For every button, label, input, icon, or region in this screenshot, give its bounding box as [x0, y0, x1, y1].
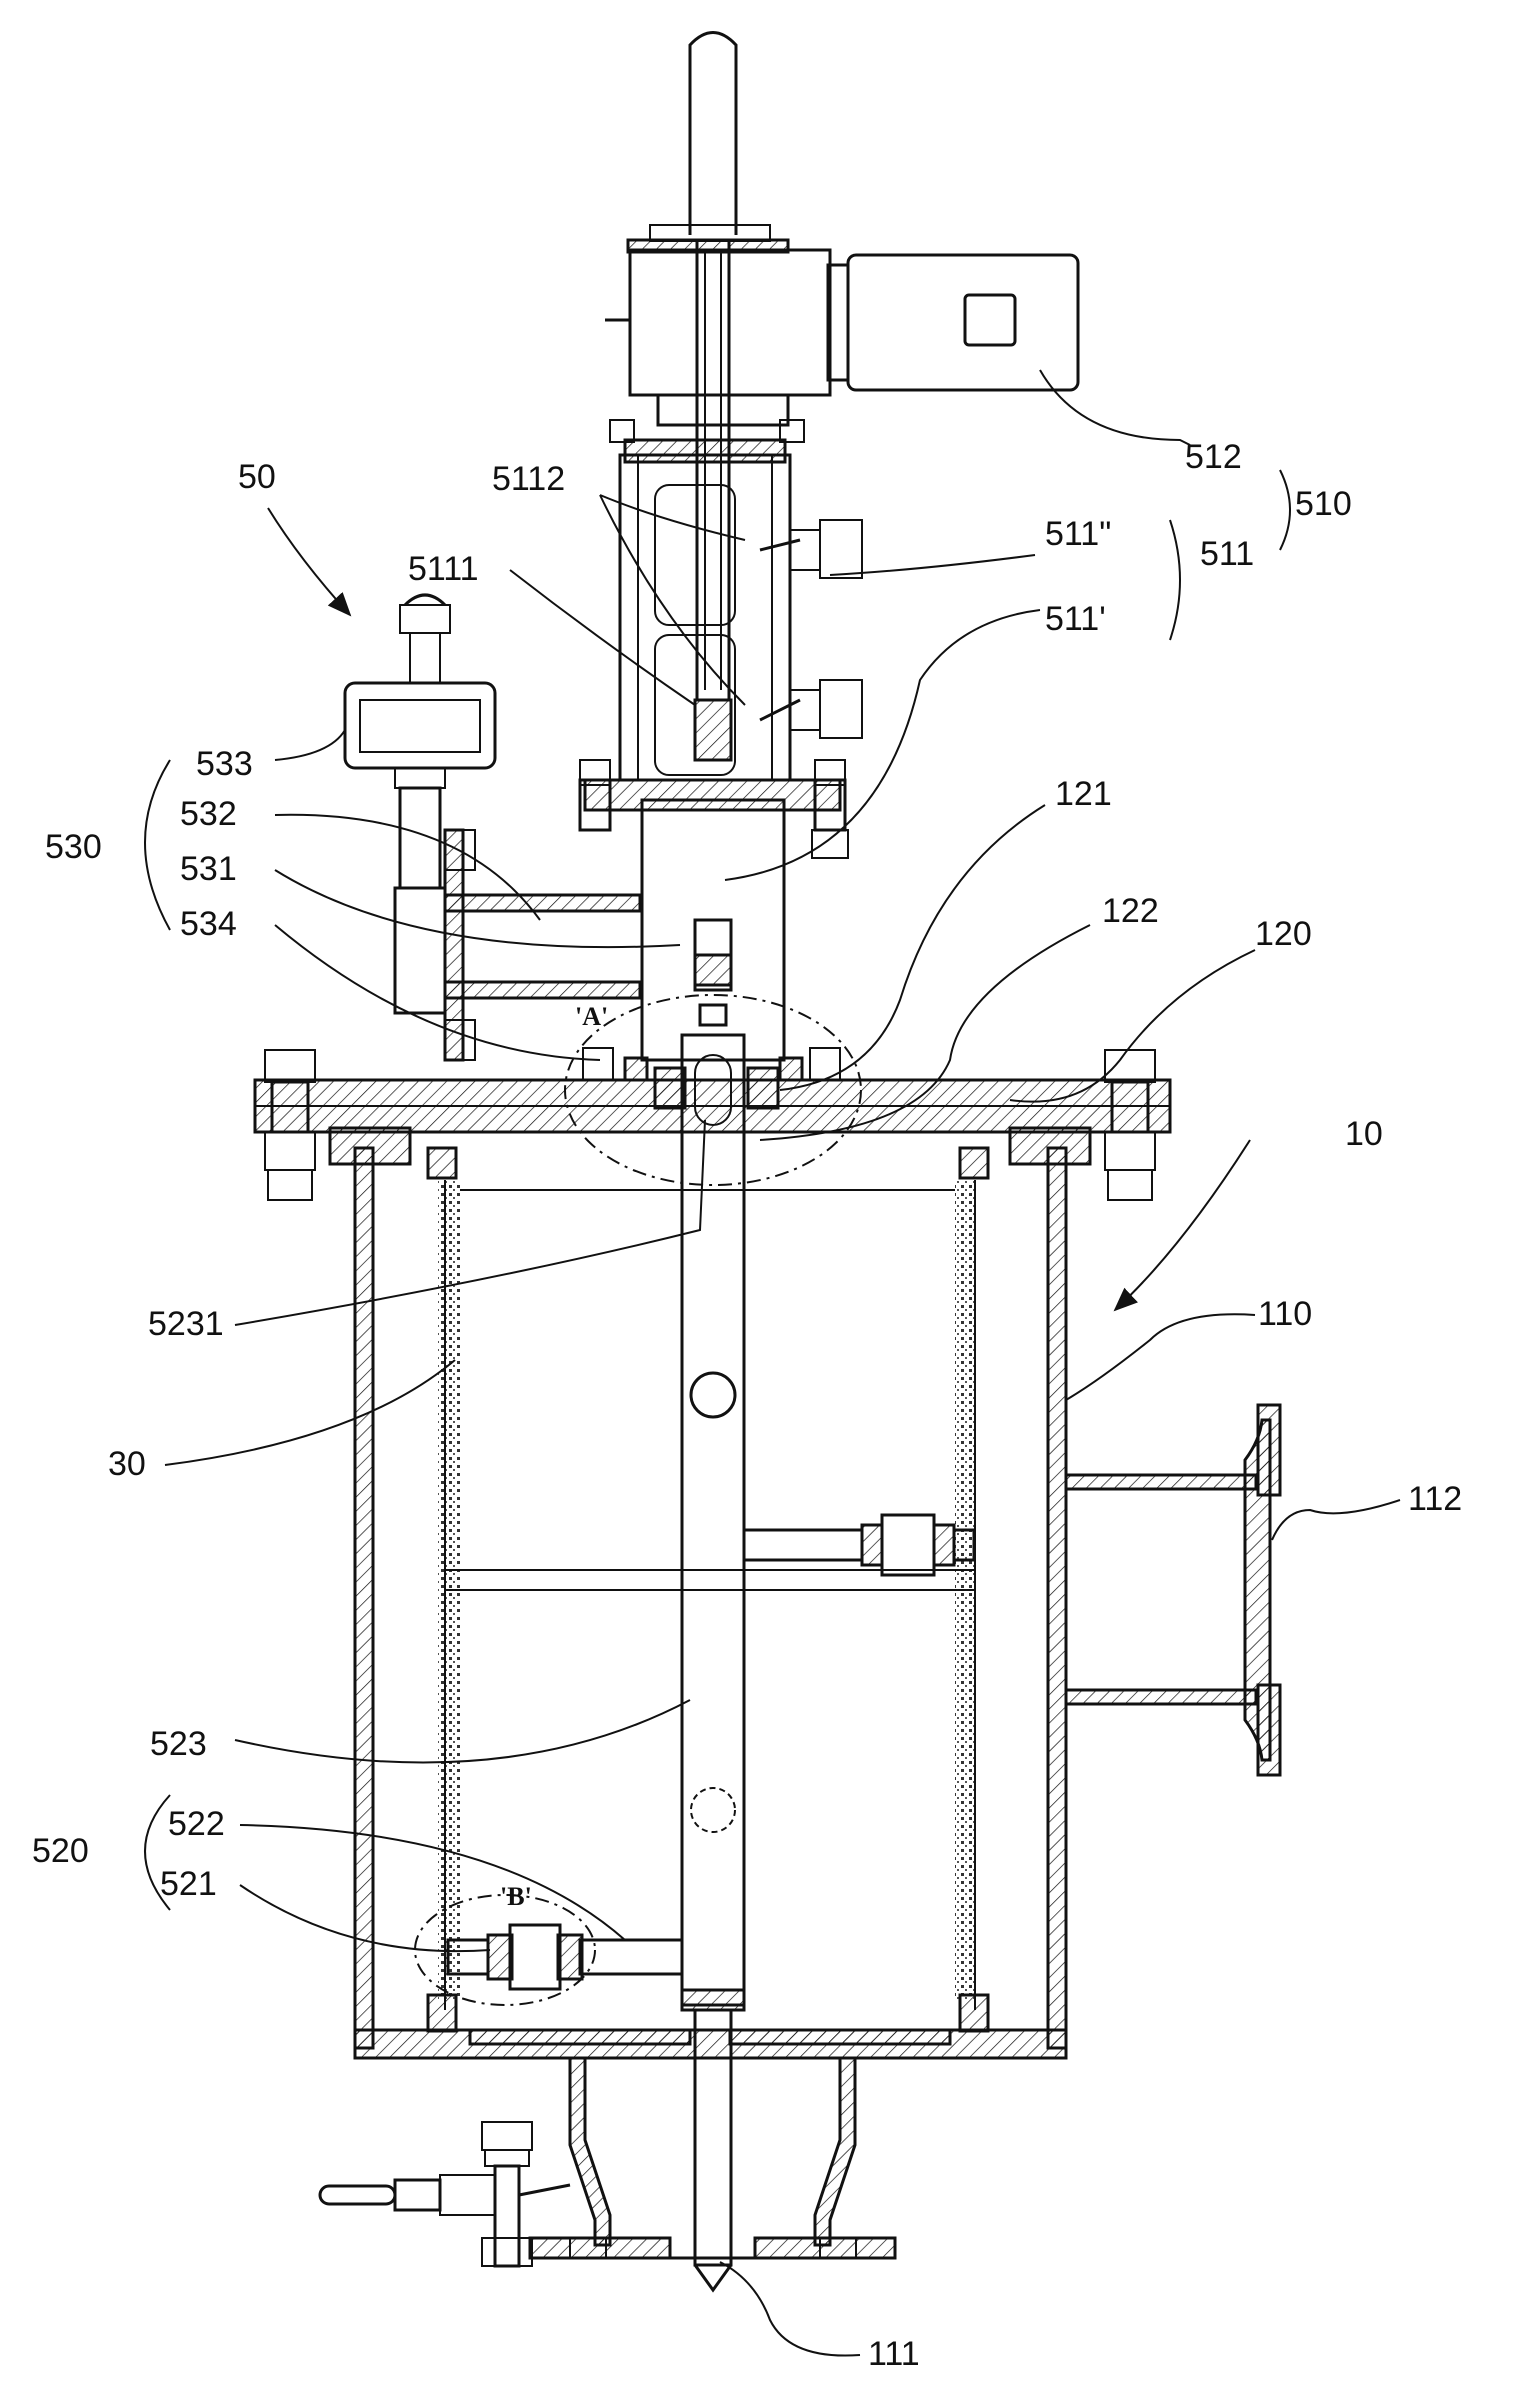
label-50: 50 — [238, 458, 276, 496]
gearbox-housing — [609, 419, 863, 782]
column-flange — [578, 759, 849, 859]
label-110: 110 — [1258, 1295, 1312, 1333]
detail-circle-a — [564, 994, 862, 1186]
bottom-outlet — [528, 2056, 897, 2260]
label-511: 511 — [1200, 535, 1254, 573]
label-534: 534 — [180, 905, 237, 943]
top-cover-flange — [253, 1049, 1172, 1201]
detail-mark-b: 'B' — [500, 1882, 532, 1911]
label-511p: 511' — [1045, 600, 1106, 638]
label-10: 10 — [1345, 1115, 1383, 1153]
label-511pp: 511" — [1045, 515, 1111, 553]
label-532: 532 — [180, 795, 237, 833]
upper-suction-arm — [742, 1513, 976, 1577]
filter-housing — [328, 1126, 1092, 2060]
label-120: 120 — [1255, 915, 1312, 953]
actuator-valve — [343, 593, 642, 1062]
label-30: 30 — [108, 1445, 146, 1483]
label-523: 523 — [150, 1725, 207, 1763]
drain-valve — [318, 2121, 571, 2268]
label-520: 520 — [32, 1832, 89, 1870]
detail-mark-a: 'A' — [575, 1002, 608, 1031]
label-5112: 5112 — [492, 460, 565, 498]
label-121: 121 — [1055, 775, 1112, 813]
central-shaft — [680, 1033, 746, 2293]
label-530: 530 — [45, 828, 102, 866]
label-533: 533 — [196, 745, 253, 783]
detail-circle-b — [414, 1894, 596, 2006]
label-5231: 5231 — [148, 1305, 224, 1343]
label-521: 521 — [160, 1865, 217, 1903]
label-111: 111 — [868, 2335, 920, 2373]
label-512: 512 — [1185, 438, 1242, 476]
upper-column — [582, 798, 841, 1110]
side-inlet-nozzle — [1064, 1403, 1282, 1777]
lower-suction-arm — [446, 1923, 684, 1991]
label-531: 531 — [180, 850, 237, 888]
label-122: 122 — [1102, 892, 1159, 930]
label-5111: 5111 — [408, 550, 479, 588]
filter-screen — [426, 1146, 990, 2046]
drive-motor — [605, 224, 1080, 427]
label-112: 112 — [1408, 1480, 1462, 1518]
label-522: 522 — [168, 1805, 225, 1843]
leader-lines — [144, 369, 1401, 2357]
top-spindle — [688, 31, 738, 702]
label-510: 510 — [1295, 485, 1352, 523]
